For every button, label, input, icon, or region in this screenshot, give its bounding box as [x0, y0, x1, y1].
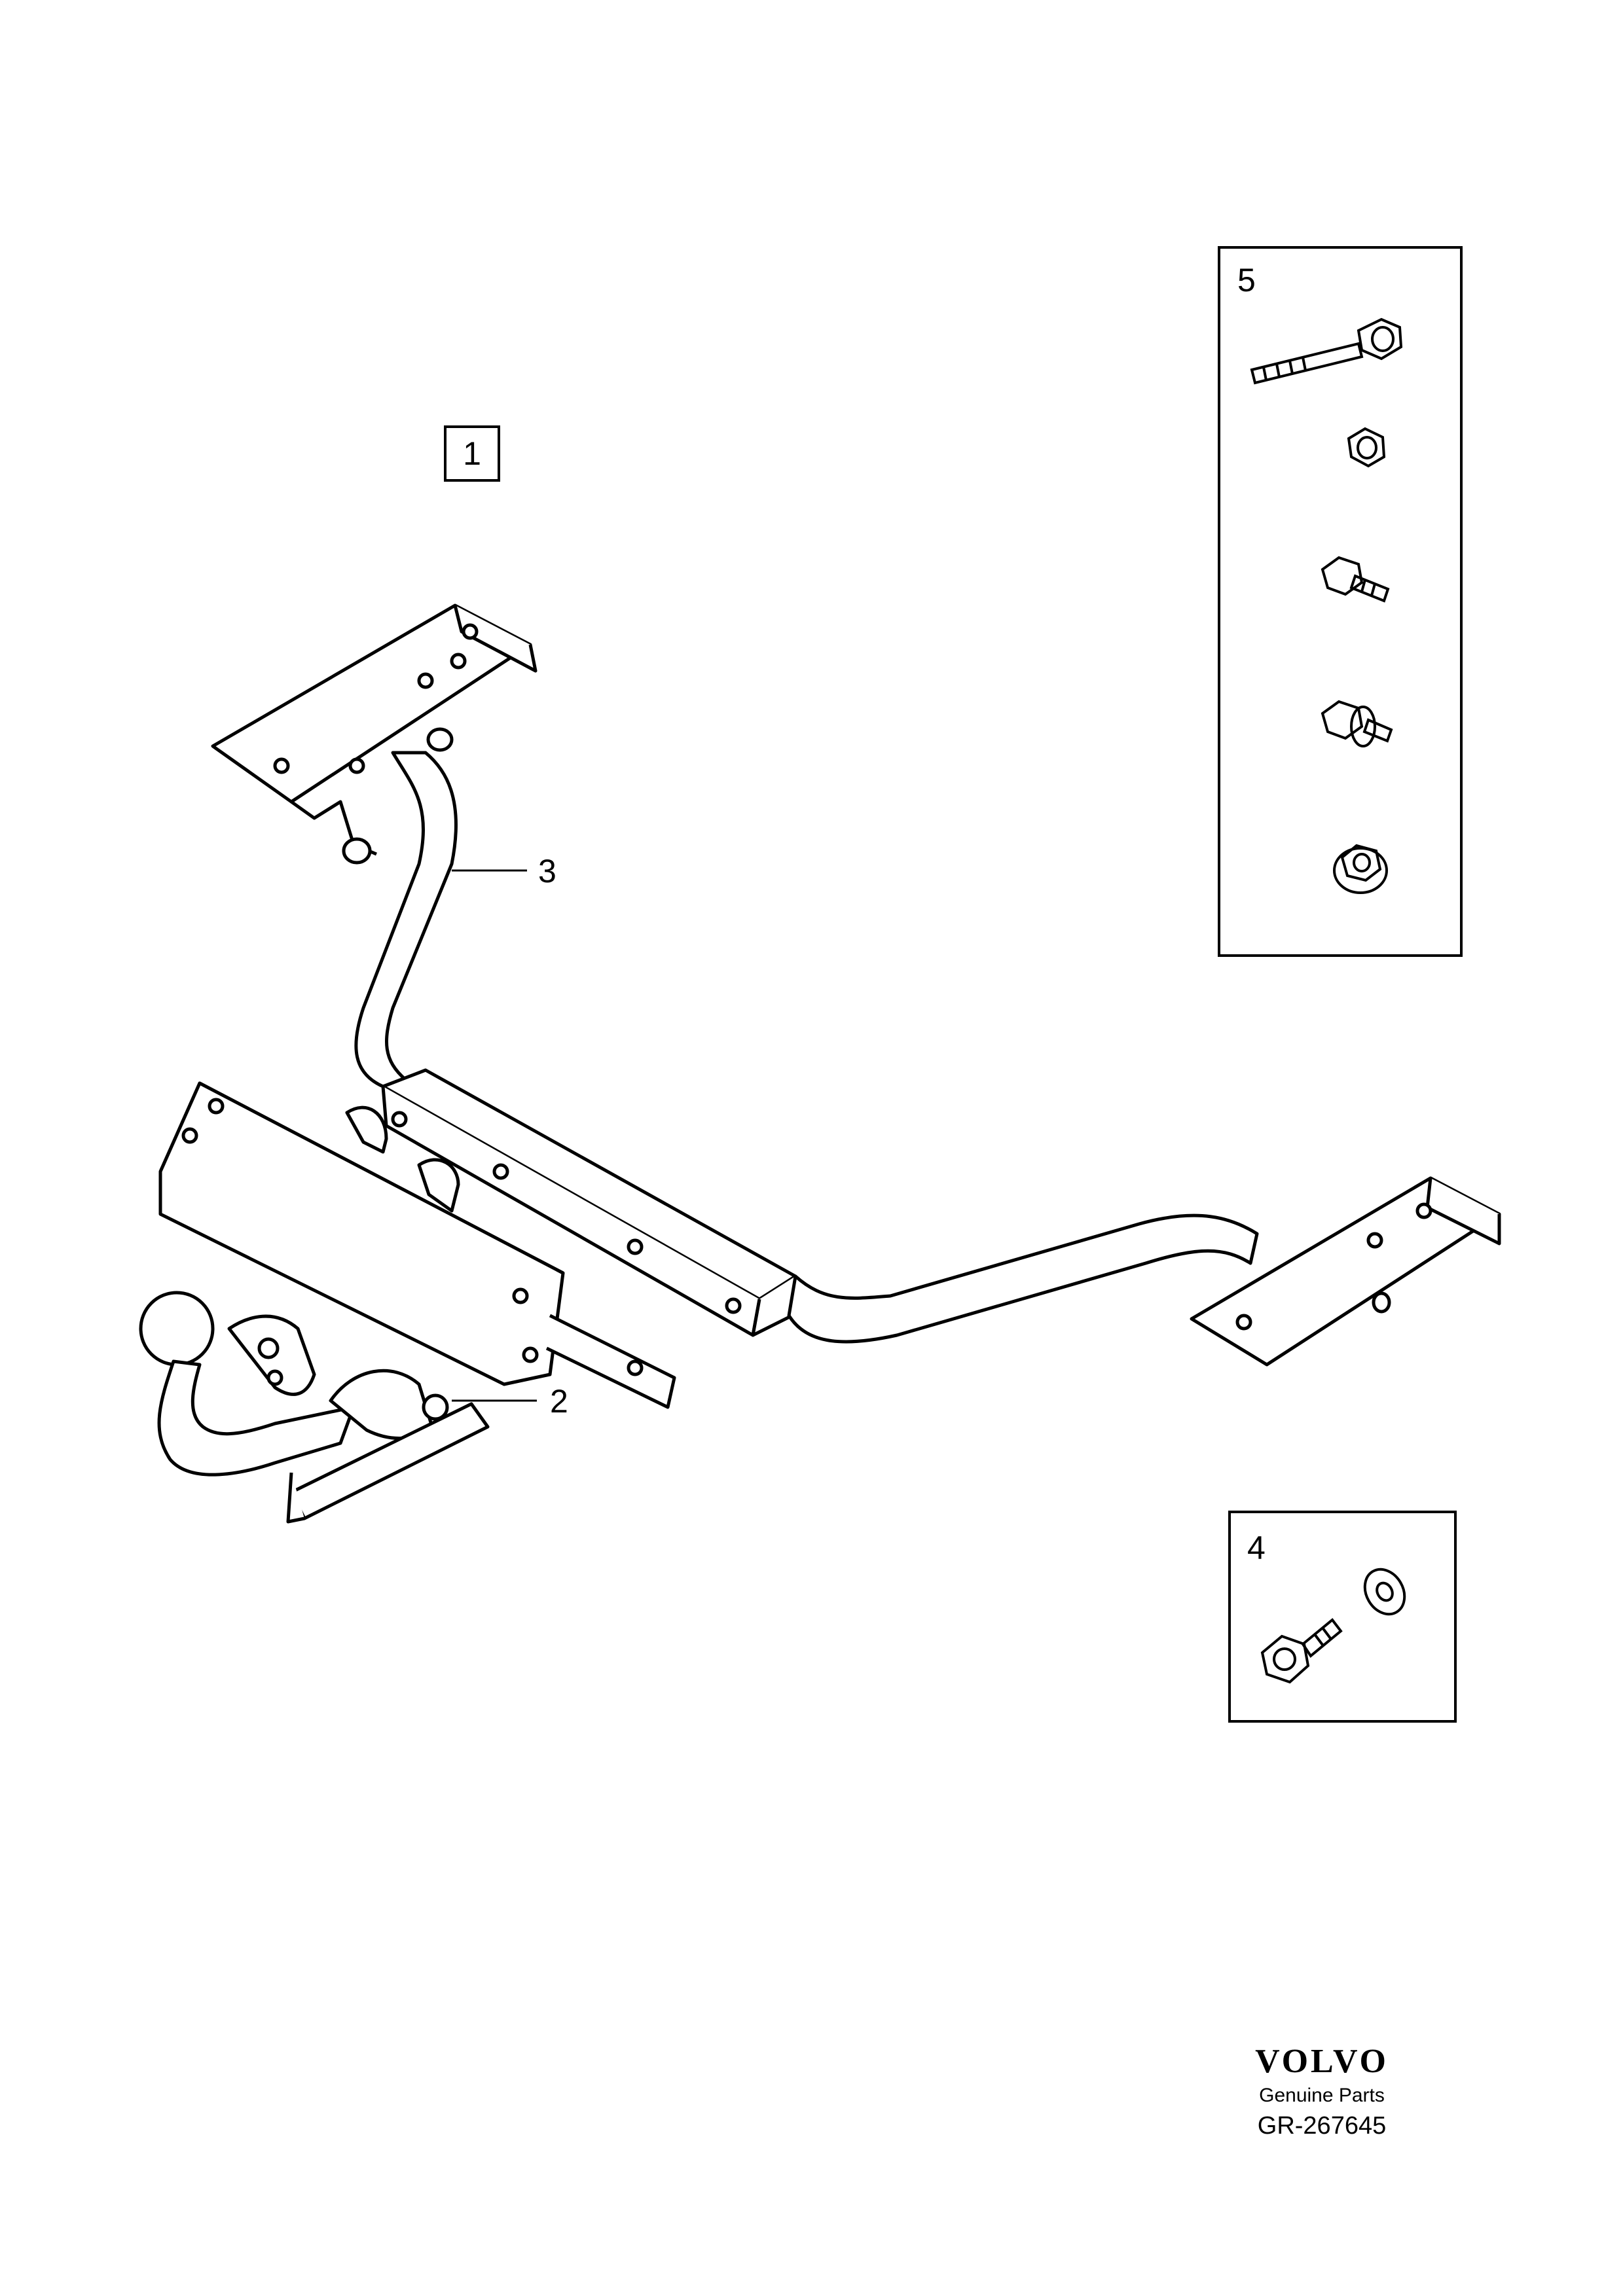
- long-bolt-icon: [1250, 317, 1403, 385]
- callout-5-label: 5: [1237, 262, 1256, 298]
- group-label-1: 1: [444, 425, 500, 482]
- right-mounting-bracket: [1190, 1176, 1501, 1367]
- nut-with-washer-icon: [1333, 844, 1388, 894]
- short-bolt-icon: [1321, 556, 1390, 603]
- towbar-assembly: [139, 603, 1501, 1524]
- brand-footer: VOLVO Genuine Parts GR-267645: [1217, 2042, 1427, 2140]
- callout-2: 2: [452, 1383, 568, 1420]
- crossbar-channel: [381, 1068, 797, 1337]
- right-extension-tube: [787, 1213, 1259, 1344]
- callout-2-label: 2: [550, 1383, 568, 1420]
- drop-tube: [354, 751, 458, 1088]
- upper-left-mounting-bracket: [211, 603, 538, 865]
- bolt-with-washer-icon: [1321, 700, 1393, 747]
- fastener-kit-box-5: 5: [1218, 246, 1463, 957]
- left-mounting-plate: [158, 1081, 676, 1409]
- bolt-washer-kit-box-4: 4: [1228, 1511, 1457, 1723]
- washer-icon: [1363, 1568, 1406, 1616]
- callout-4-label: 4: [1247, 1530, 1266, 1566]
- flange-nut-icon: [1347, 427, 1386, 468]
- callout-3: 3: [452, 853, 556, 889]
- callout-3-label: 3: [538, 853, 556, 889]
- group-label-text: 1: [463, 435, 481, 472]
- volvo-logo: VOLVO: [1255, 2043, 1389, 2080]
- genuine-parts-label: Genuine Parts: [1259, 2085, 1385, 2106]
- diagram-reference: GR-267645: [1257, 2112, 1387, 2140]
- hex-bolt-icon: [1260, 1618, 1343, 1684]
- tow-ball-neck: [139, 1105, 490, 1524]
